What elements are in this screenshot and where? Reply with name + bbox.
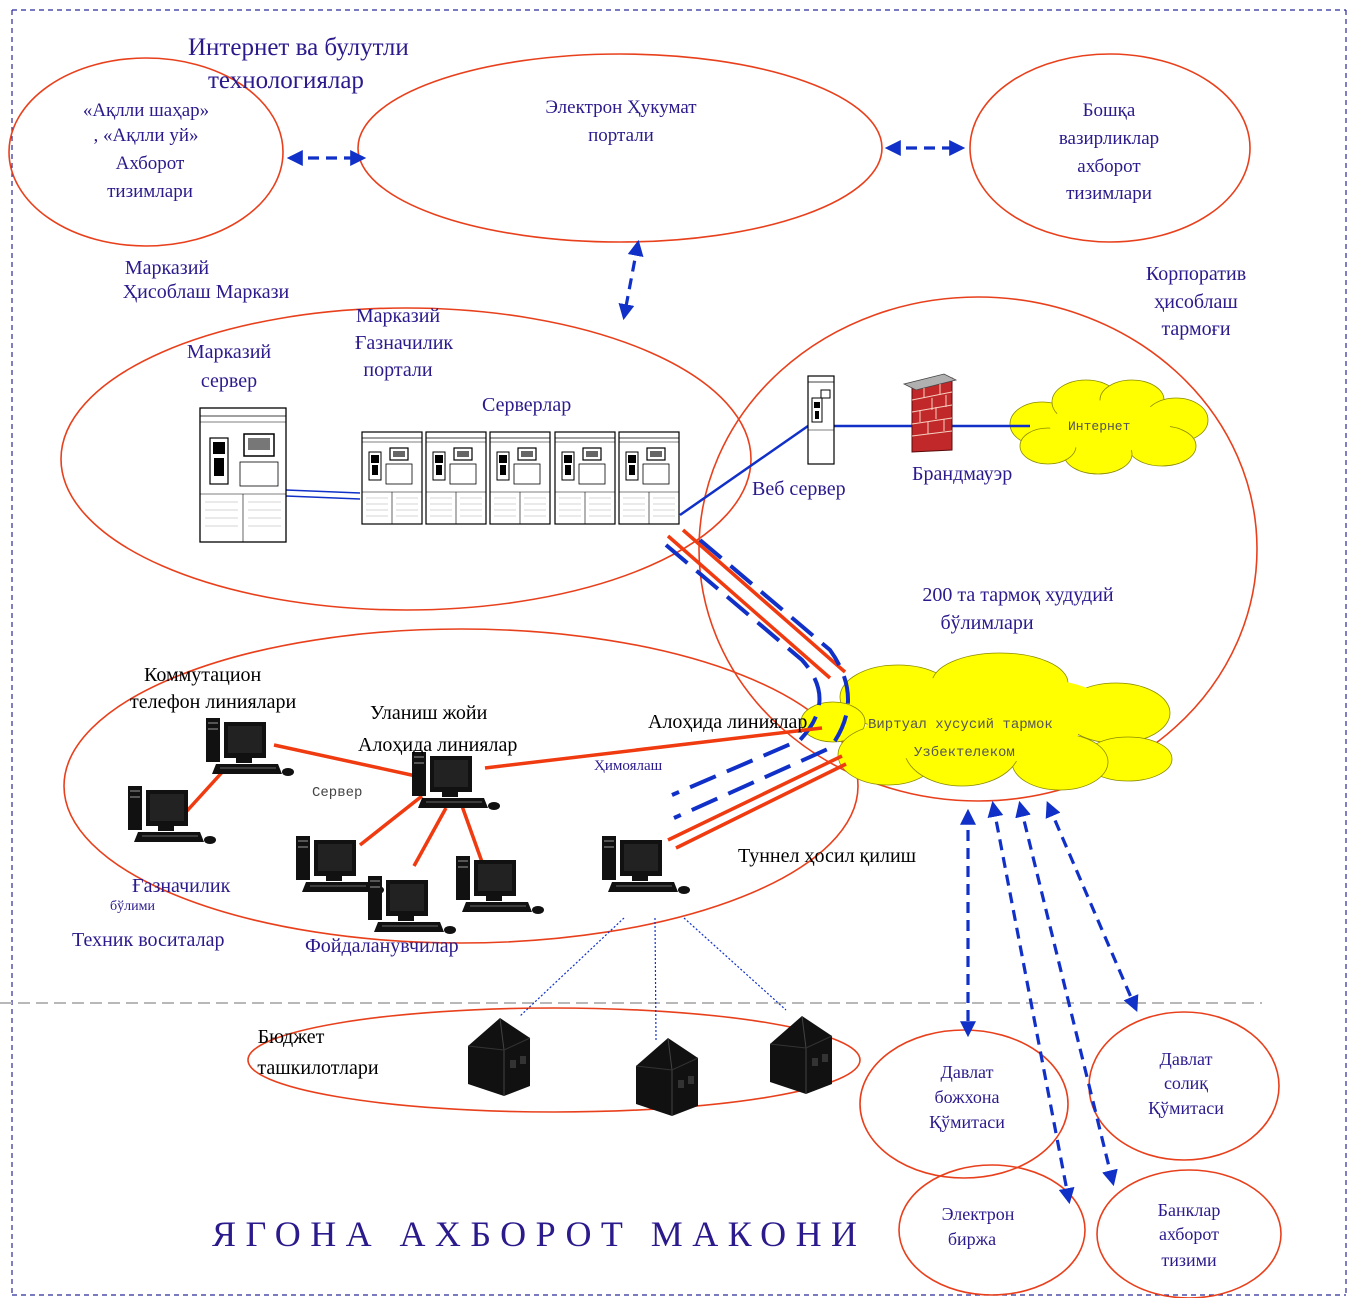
customs-line3: Қўмитаси — [929, 1112, 1005, 1132]
other-ministries-line2: вазирликлар — [1059, 128, 1159, 149]
unified-space-title: ЯГОНА АХБОРОТ МАКОНИ — [212, 1214, 857, 1254]
regional-branches-line2: бўлимлари — [940, 612, 1033, 634]
rack-server-3 — [489, 431, 551, 525]
separate-lines-left-label: Алоҳида линиялар — [358, 734, 517, 756]
corporate-network-line1: Корпоратив — [1146, 263, 1246, 285]
egov-portal-line1: Электрон Ҳукумат — [545, 97, 697, 118]
treasury-dept-sub-label: бўлими — [110, 899, 155, 914]
switched-phone-line2: телефон линиялари — [130, 691, 297, 713]
treasury-portal-line2: Ғазначилик — [355, 332, 454, 354]
technical-means-label: Техник воситалар — [72, 929, 224, 951]
internet-cloud — [1009, 379, 1209, 475]
building-1 — [467, 1017, 531, 1097]
servers-label: Серверлар — [482, 394, 571, 416]
corporate-network-line2: ҳисоблаш — [1154, 291, 1238, 313]
other-ministries-line1: Бошқа — [1083, 100, 1136, 121]
treasury-portal-line3: портали — [363, 359, 432, 381]
pc-user-2 — [367, 875, 457, 935]
vpn-label: Виртуал хусусий тармок — [868, 716, 1053, 733]
tax-line1: Давлат — [1160, 1049, 1213, 1069]
central-server-line1: Марказий — [187, 341, 272, 363]
corporate-network-ellipse — [698, 296, 1258, 802]
banks-line3: тизими — [1161, 1250, 1217, 1270]
budget-orgs-ellipse — [247, 1007, 861, 1113]
customs-line2: божхона — [934, 1087, 999, 1107]
uzbektelecom-label: Узбектелеком — [914, 744, 1015, 761]
central-computing-line2: Ҳисоблаш Маркази — [123, 281, 290, 303]
vpn-cloud — [800, 652, 1173, 791]
connection-place-label: Уланиш жойи — [370, 702, 488, 724]
outer-frame — [11, 9, 1347, 1296]
pc-server-hub — [411, 751, 501, 811]
central-computing-ellipse — [60, 307, 752, 611]
tunneling-label: Туннел ҳосил қилиш — [738, 845, 917, 867]
budget-orgs-line1: Бюджет — [258, 1026, 325, 1048]
rack-server-2 — [425, 431, 487, 525]
exchange-line2: биржа — [948, 1229, 996, 1249]
customs-line1: Давлат — [941, 1062, 994, 1082]
budget-orgs-line2: ташкилотлари — [257, 1057, 378, 1079]
banks-line1: Банклар — [1158, 1200, 1221, 1220]
internet-label: Интернет — [1068, 419, 1130, 434]
smart-city-line4: тизимлари — [107, 181, 193, 202]
dashed-arrows — [286, 140, 1139, 1205]
egov-portal-line2: портали — [588, 125, 654, 146]
other-ministries-line4: тизимлари — [1066, 183, 1152, 204]
tax-line2: солиқ — [1164, 1073, 1208, 1093]
budget-org-links — [519, 917, 787, 1041]
web-server — [807, 375, 835, 465]
smart-city-line3: Ахборот — [116, 153, 185, 174]
exchange-line1: Электрон — [942, 1204, 1015, 1224]
central-server — [199, 407, 287, 543]
rack-server-1 — [361, 431, 423, 525]
pc-tunnel — [601, 835, 691, 895]
firewall-label: Брандмауэр — [912, 463, 1012, 485]
smart-city-ellipse — [8, 57, 284, 247]
pc-user-3 — [455, 855, 545, 915]
smart-city-line2: , «Ақлли уй» — [93, 125, 198, 146]
labels: Интернет ва булутли технологиялар «Ақлли… — [72, 34, 1246, 1270]
server-small-label: Сервер — [312, 785, 362, 801]
other-ministries-line3: ахборот — [1077, 156, 1141, 177]
internet-cloud-tech-line2: технологиялар — [208, 67, 364, 94]
treasury-portal-line1: Марказий — [356, 305, 441, 327]
users-label: Фойдаланувчилар — [305, 935, 459, 957]
building-2 — [635, 1037, 699, 1117]
central-computing-line1: Марказий — [125, 257, 210, 279]
corporate-network-line3: тармоғи — [1161, 318, 1230, 340]
internet-cloud-tech-line1: Интернет ва булутли — [188, 34, 409, 61]
banks-ellipse — [1096, 1169, 1282, 1298]
treasury-lan-links — [184, 743, 484, 867]
other-ministries-ellipse — [969, 53, 1251, 243]
rack-server-5 — [618, 431, 680, 525]
tax-line3: Қўмитаси — [1148, 1098, 1224, 1118]
separate-lines-right-label: Алоҳида линиялар — [648, 711, 807, 733]
firewall-icon — [902, 373, 958, 453]
building-3 — [769, 1015, 833, 1095]
protection-label: Ҳимоялаш — [594, 758, 663, 774]
regional-branches-line1: 200 та тармоқ худудий — [922, 584, 1114, 606]
egov-portal-ellipse — [357, 53, 883, 243]
treasury-dept-ellipse — [63, 628, 859, 944]
switched-phone-line1: Коммутацион — [144, 664, 262, 686]
banks-line2: ахборот — [1159, 1224, 1219, 1244]
central-links — [285, 424, 1030, 517]
rack-server-4 — [554, 431, 616, 525]
treasury-dept-label: Ғазначилик — [132, 875, 231, 897]
smart-city-line1: «Ақлли шаҳар» — [83, 100, 209, 121]
tunnel-links — [484, 528, 850, 850]
web-server-label: Веб сервер — [752, 478, 846, 500]
central-server-line2: сервер — [201, 370, 257, 392]
